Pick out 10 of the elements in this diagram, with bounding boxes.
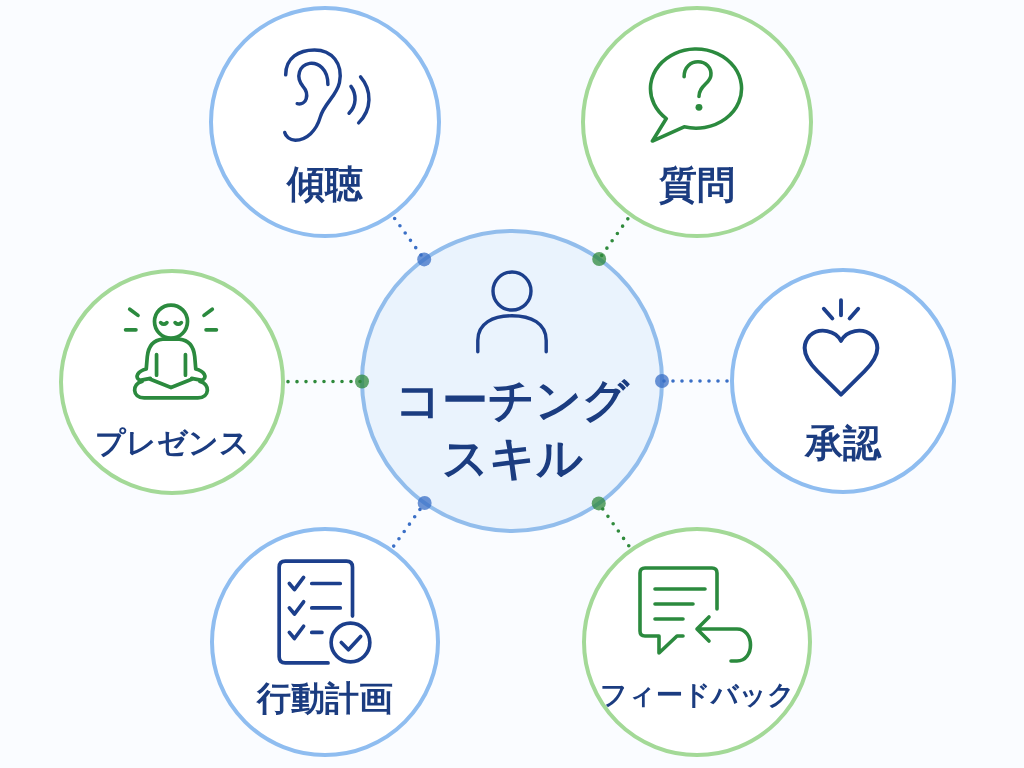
skill-label: 行動計画 bbox=[257, 677, 393, 720]
skill-label: 傾聴 bbox=[287, 161, 363, 208]
skill-label: 質問 bbox=[659, 162, 735, 209]
dotted-connector bbox=[391, 495, 432, 548]
skill-label: プレゼンス bbox=[94, 424, 250, 462]
skill-label: フィードバック bbox=[599, 678, 795, 712]
dotted-connector bbox=[655, 374, 729, 388]
hub-title: コーチングスキル bbox=[394, 372, 631, 487]
skill-label: 承認 bbox=[805, 420, 881, 467]
dotted-connector bbox=[286, 374, 369, 389]
